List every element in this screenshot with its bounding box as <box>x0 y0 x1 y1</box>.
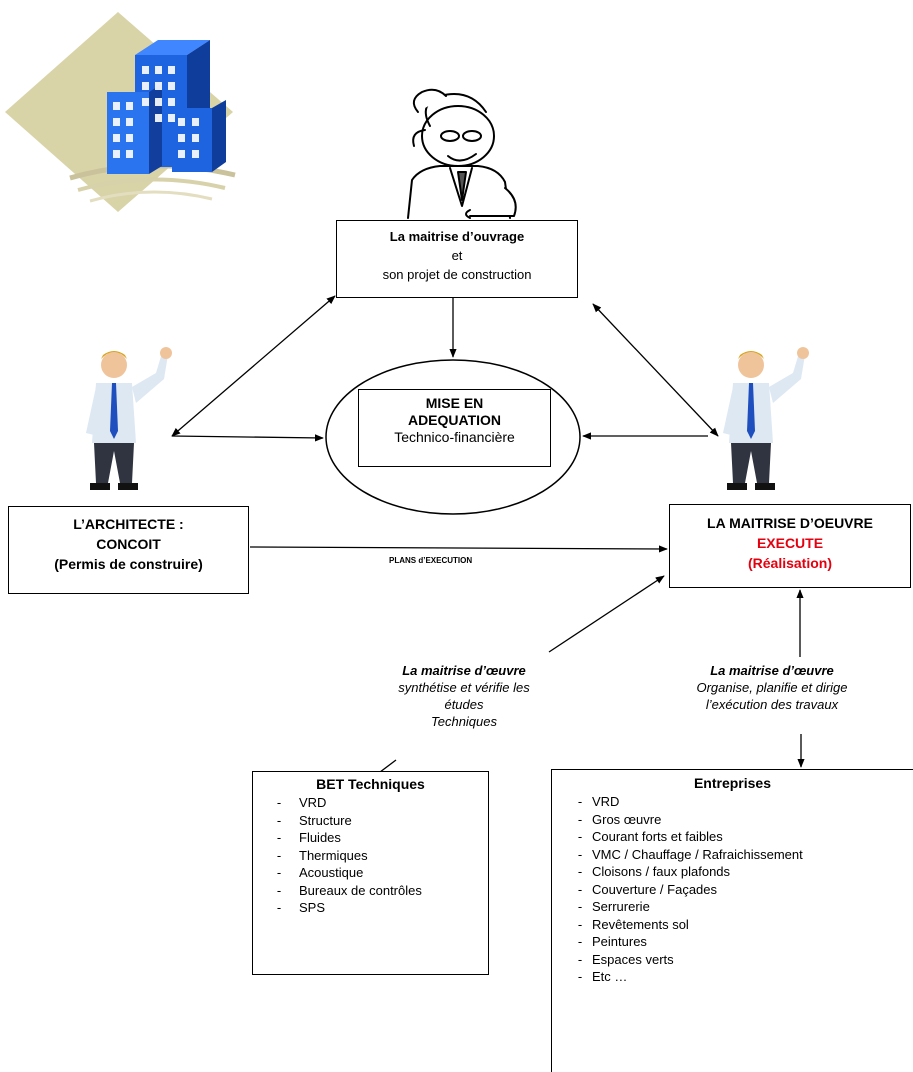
owner-moe-arrow <box>592 303 719 437</box>
thinking-man-icon <box>407 88 517 219</box>
owner-title: La maitrise d’ouvrage <box>389 229 525 244</box>
owner-box: La maitrise d’ouvrage et son projet de c… <box>336 220 578 298</box>
entreprises-title: Entreprises <box>693 775 772 791</box>
list-item: -Etc … <box>577 969 628 984</box>
list-item: -Serrurerie <box>577 899 650 914</box>
list-item: -VRD <box>577 794 620 809</box>
note-left-line3: études <box>444 697 484 712</box>
moe-box: LA MAITRISE D’OEUVRE EXECUTE (Réalisatio… <box>669 504 911 588</box>
moe-line2: EXECUTE <box>756 535 824 551</box>
plans-label: PLANS d’EXECUTION <box>389 556 473 565</box>
entreprises-list: -VRD -Gros œuvre -Courant forts et faibl… <box>552 793 913 986</box>
list-item: -Espaces verts <box>577 951 674 967</box>
bet-list: -VRD -Structure -Fluides -Thermiques -Ac… <box>253 794 488 917</box>
moe-line1: LA MAITRISE D’OEUVRE <box>707 515 873 531</box>
list-item: -Thermiques <box>276 847 368 863</box>
adequation-box: MISE EN ADEQUATION Technico-financière <box>358 389 551 467</box>
list-item: -Courant forts et faibles <box>577 829 723 844</box>
bet-box: BET Techniques -VRD -Structure -Fluides … <box>252 771 489 975</box>
note-right-title: La maitrise d’œuvre <box>710 663 834 678</box>
list-item: -Revêtements sol <box>577 916 689 932</box>
buildings-icon <box>5 12 236 212</box>
list-item: -Structure <box>276 812 352 828</box>
adequation-line2: ADEQUATION <box>407 412 502 428</box>
architect-line1: L’ARCHITECTE : <box>73 516 184 532</box>
note-right: La maitrise d’œuvre Organise, planifie e… <box>664 662 880 713</box>
synthesis-arrow <box>548 575 665 653</box>
entreprises-box: Entreprises -VRD -Gros œuvre -Courant fo… <box>551 769 913 1072</box>
architect-box: L’ARCHITECTE : CONCOIT (Permis de constr… <box>8 506 249 594</box>
businessman-icon <box>86 347 172 490</box>
list-item: -Peintures <box>577 934 647 949</box>
list-item: -Acoustique <box>276 865 364 880</box>
list-item: -SPS <box>276 900 326 915</box>
businessman-icon <box>723 347 809 490</box>
list-item: -Fluides <box>276 830 341 845</box>
note-left-line2: synthétise et vérifie les <box>398 680 530 695</box>
owner-line2: et <box>451 248 463 263</box>
list-item: -Couverture / Façades <box>577 881 718 897</box>
adequation-line3: Technico-financière <box>394 429 515 445</box>
bet-title: BET Techniques <box>316 776 425 792</box>
list-item: -Bureaux de contrôles <box>276 882 422 898</box>
note-right-line2: Organise, planifie et dirige <box>696 680 848 695</box>
list-item: -VRD <box>276 795 327 810</box>
adequation-line1: MISE EN <box>425 395 484 411</box>
note-left-title: La maitrise d’œuvre <box>402 663 526 678</box>
moe-line3: (Réalisation) <box>747 555 832 571</box>
plans-arrow <box>249 545 668 553</box>
adequation-ellipse <box>325 359 581 515</box>
architect-line2: CONCOIT <box>96 536 161 552</box>
owner-architect-arrow <box>171 295 336 437</box>
list-item: -VMC / Chauffage / Rafraichissement <box>577 846 803 862</box>
owner-line3: son projet de construction <box>382 267 532 282</box>
list-item: -Cloisons / faux plafonds <box>577 864 731 879</box>
note-right-line3: l’exécution des travaux <box>705 697 839 712</box>
note-left: La maitrise d’œuvre synthétise et vérifi… <box>364 662 564 730</box>
architect-line3: (Permis de construire) <box>54 556 203 572</box>
note-left-line4: Techniques <box>430 714 497 729</box>
architect-to-ellipse-arrow <box>171 434 324 442</box>
list-item: -Gros œuvre <box>577 811 662 827</box>
